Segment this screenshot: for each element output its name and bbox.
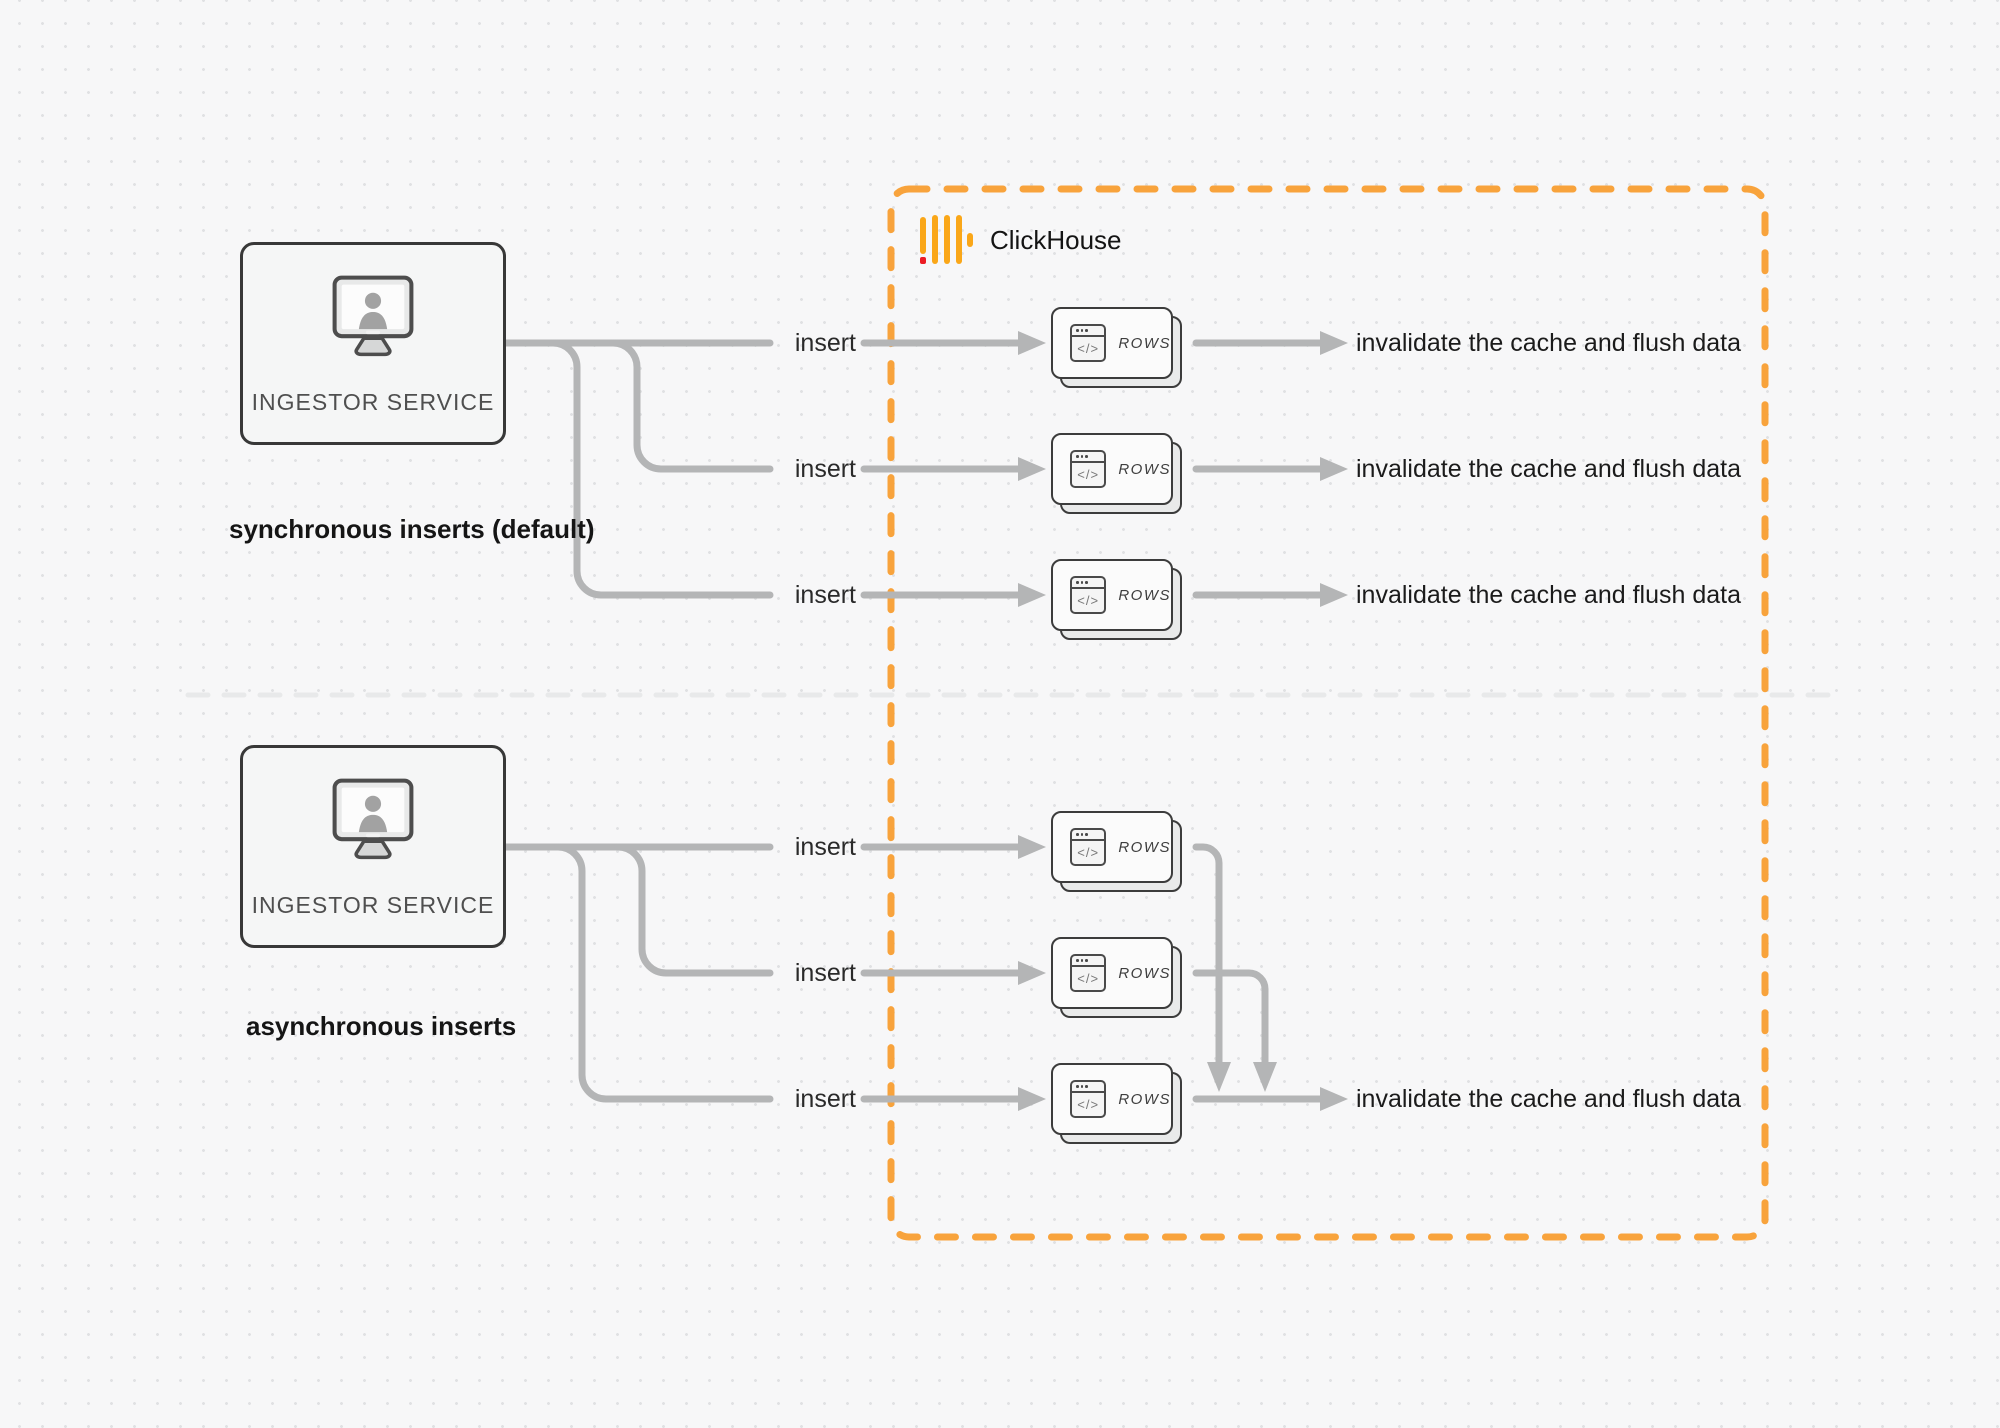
rows-label: ROWS [1118, 964, 1171, 982]
rows-table-card: </> ROWS [1051, 559, 1182, 640]
async-result-label: invalidate the cache and flush data [1356, 1085, 1741, 1113]
code-window-icon: </> [1070, 954, 1107, 992]
rows-table-card: </> ROWS [1051, 1063, 1182, 1144]
sync-branch-row3 [549, 339, 774, 599]
code-window-icon: </> [1070, 828, 1107, 866]
sync-branch-row2 [609, 339, 774, 473]
rows-table-card: </> ROWS [1051, 811, 1182, 892]
monitor-user-icon [332, 778, 414, 860]
rows-table-card: </> ROWS [1051, 433, 1182, 514]
sync-caption: synchronous inserts (default) [229, 514, 595, 544]
ingestor-service-box-async: INGESTOR SERVICE [240, 745, 506, 948]
async-insert-label-1: insert [794, 833, 856, 861]
sync-arrowheads [1018, 331, 1348, 607]
async-insert-label-3: insert [794, 1085, 856, 1113]
code-glyph: </> [1077, 467, 1100, 482]
rows-table-card: </> ROWS [1051, 307, 1182, 388]
code-glyph: </> [1077, 1097, 1100, 1112]
sync-insert-label-2: insert [794, 455, 856, 483]
monitor-user-icon [332, 275, 414, 357]
async-insert-label-2: insert [794, 959, 856, 987]
sync-connectors [502, 339, 1324, 599]
clickhouse-logo: ClickHouse [920, 215, 1122, 265]
clickhouse-logo-icon [920, 215, 973, 265]
async-connectors [502, 843, 1324, 1103]
async-caption: asynchronous inserts [246, 1011, 517, 1041]
async-branch-row2 [614, 843, 774, 977]
ingestor-service-box-sync: INGESTOR SERVICE [240, 242, 506, 445]
async-flush-line-row1 [1192, 843, 1223, 1066]
code-glyph: </> [1077, 971, 1100, 986]
sync-result-label-1: invalidate the cache and flush data [1356, 329, 1741, 357]
code-glyph: </> [1077, 593, 1100, 608]
rows-label: ROWS [1118, 838, 1171, 856]
rows-label: ROWS [1118, 460, 1171, 478]
code-glyph: </> [1077, 341, 1100, 356]
sync-result-label-3: invalidate the cache and flush data [1356, 581, 1741, 609]
sync-insert-label-1: insert [794, 329, 856, 357]
rows-label: ROWS [1118, 586, 1171, 604]
ingestor-service-label: INGESTOR SERVICE [251, 892, 495, 918]
async-flush-line-row2 [1192, 969, 1269, 1066]
code-window-icon: </> [1070, 1080, 1107, 1118]
code-window-icon: </> [1070, 450, 1107, 488]
clickhouse-boundary [887, 185, 1769, 1241]
rows-label: ROWS [1118, 334, 1171, 352]
async-arrowheads [1018, 835, 1348, 1111]
async-branch-row3 [554, 843, 774, 1103]
code-window-icon: </> [1070, 576, 1107, 614]
code-window-icon: </> [1070, 324, 1107, 362]
ingestor-service-label: INGESTOR SERVICE [251, 389, 495, 415]
sync-insert-label-3: insert [794, 581, 856, 609]
sync-result-label-2: invalidate the cache and flush data [1356, 455, 1741, 483]
rows-table-card: </> ROWS [1051, 937, 1182, 1018]
code-glyph: </> [1077, 845, 1100, 860]
rows-label: ROWS [1118, 1090, 1171, 1108]
clickhouse-title: ClickHouse [990, 225, 1122, 255]
